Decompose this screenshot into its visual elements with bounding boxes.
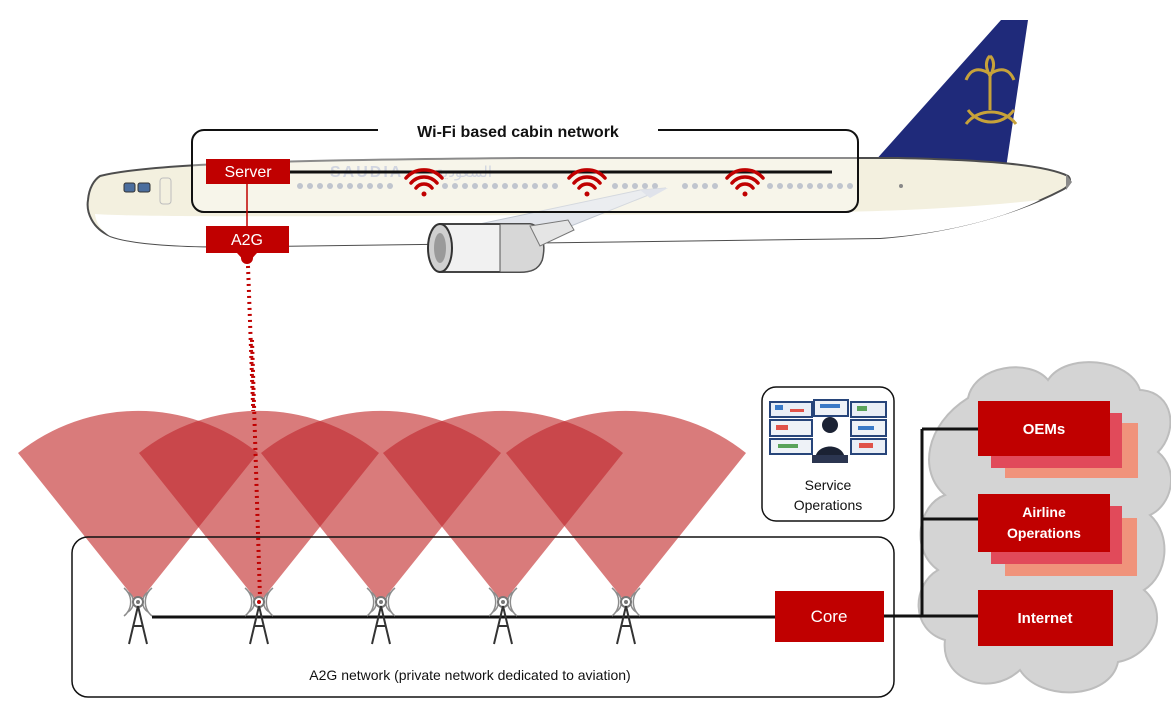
wifi-signal-icon <box>725 168 765 197</box>
core-node: Core <box>775 591 884 642</box>
service-operations-node: Service Operations <box>761 386 895 522</box>
internet-node: Internet <box>978 590 1113 646</box>
a2g-airborne-node: A2G <box>206 226 289 264</box>
airline-operations-label-line1: Airline <box>1022 504 1066 520</box>
tail-fin <box>874 20 1028 168</box>
oems-node: OEMs <box>978 401 1138 478</box>
server-label: Server <box>224 164 272 181</box>
wifi-signal-icon <box>567 168 607 197</box>
cell-tower-icon <box>366 587 396 645</box>
airline-operations-label-line2: Operations <box>1007 525 1081 541</box>
service-operations-label-line1: Service <box>805 477 852 493</box>
cell-tower-icon <box>244 587 274 645</box>
core-label: Core <box>811 607 848 626</box>
a2g-network-caption: A2G network (private network dedicated t… <box>309 667 630 683</box>
internet-label: Internet <box>1017 610 1072 627</box>
oems-label: OEMs <box>1023 421 1066 438</box>
service-operations-label-line2: Operations <box>794 497 862 513</box>
cabin-network-title: Wi-Fi based cabin network <box>417 124 619 141</box>
coverage-cones <box>18 410 746 603</box>
a2g-label: A2G <box>231 232 263 249</box>
wifi-signal-icon <box>404 168 444 197</box>
cell-tower-icon <box>123 587 153 645</box>
operator-monitors-icon <box>769 399 887 463</box>
coverage-overlaps <box>139 410 623 603</box>
palm-swords-emblem-icon <box>964 54 1018 125</box>
server-node: Server <box>206 159 290 184</box>
cell-tower-icon <box>611 587 641 645</box>
airline-operations-node: Airline Operations <box>978 494 1137 576</box>
airplane-icon: SAUDIA السعودية <box>86 20 1072 273</box>
cell-tower-icon <box>488 587 518 645</box>
cabin-network-box: Wi-Fi based cabin network <box>191 120 859 213</box>
core-connectors <box>884 427 978 618</box>
air-to-ground-link-overlay <box>250 339 262 599</box>
engine <box>427 219 575 273</box>
cabin-windows <box>297 183 853 189</box>
